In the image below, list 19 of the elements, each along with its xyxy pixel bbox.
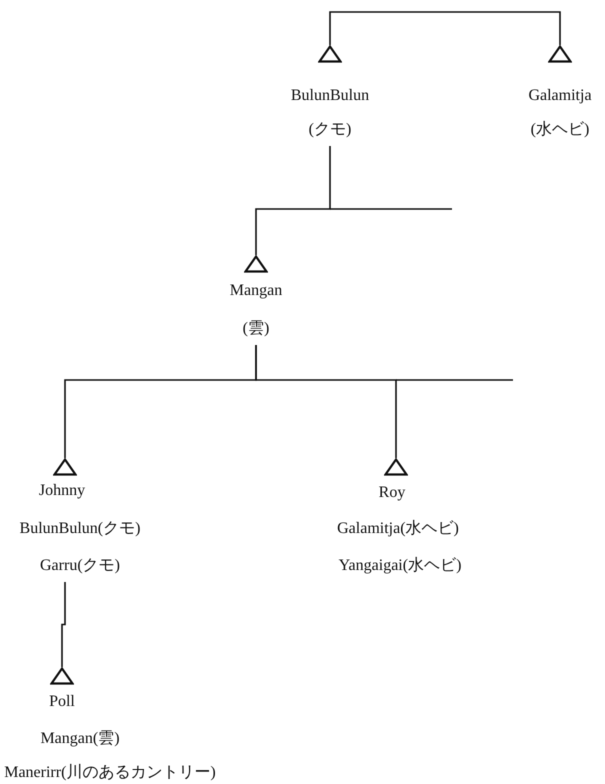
descent-line xyxy=(61,582,66,667)
person-name: BulunBulun xyxy=(290,86,370,106)
clan-name: Yangaigai(水ヘビ) xyxy=(338,556,462,576)
person-name: Mangan xyxy=(230,281,282,301)
clan-name: BulunBulun(クモ) xyxy=(20,519,140,539)
clan-name: Mangan(雲) xyxy=(40,729,120,749)
clan-name: (雲) xyxy=(242,319,270,339)
clan-name: (水ヘビ) xyxy=(530,120,590,140)
person-name: Poll xyxy=(49,692,75,712)
person-name: Galamitja xyxy=(528,86,592,106)
clan-name: Galamitja(水ヘビ) xyxy=(337,519,459,539)
person-name: Johnny xyxy=(38,481,86,501)
clan-name: Garru(クモ) xyxy=(40,556,120,576)
descent-line xyxy=(255,146,331,255)
person-name: Roy xyxy=(378,483,406,503)
clan-name: (クモ) xyxy=(308,120,352,140)
descent-line xyxy=(255,345,397,458)
clan-name: Manerirr(川のあるカントリー) xyxy=(4,763,216,783)
descent-line xyxy=(329,11,561,45)
